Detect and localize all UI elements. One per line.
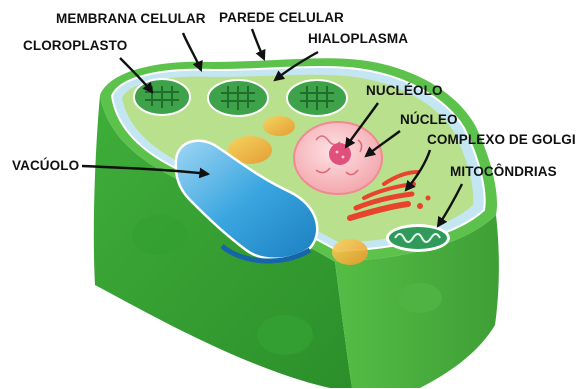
label-hialoplasma: HIALOPLASMA [308,31,408,46]
wall-pit [398,283,442,313]
label-membrana-celular: MEMBRANA CELULAR [56,11,206,26]
chloroplast [134,79,190,115]
label-cloroplasto: CLOROPLASTO [23,38,127,53]
vesicle [332,239,368,265]
mitochondrion [386,224,450,252]
chloroplasts [134,79,347,116]
chloroplast [208,80,268,116]
label-complexo-de-golgi: COMPLEXO DE GOLGI [427,132,576,147]
nucleus [294,122,382,194]
arrow-parede-celular [252,29,264,59]
wall-pit [257,315,313,355]
vesicle [263,116,295,136]
label-nucleo: NÚCLEO [400,112,458,127]
label-vacuolo: VACÚOLO [12,158,79,173]
label-mitocondrias: MITOCÔNDRIAS [450,164,557,179]
label-parede-celular: PAREDE CELULAR [219,10,344,25]
chloroplast [287,80,347,116]
wall-pit [132,215,188,255]
label-nucleolo: NUCLÉOLO [366,83,443,98]
